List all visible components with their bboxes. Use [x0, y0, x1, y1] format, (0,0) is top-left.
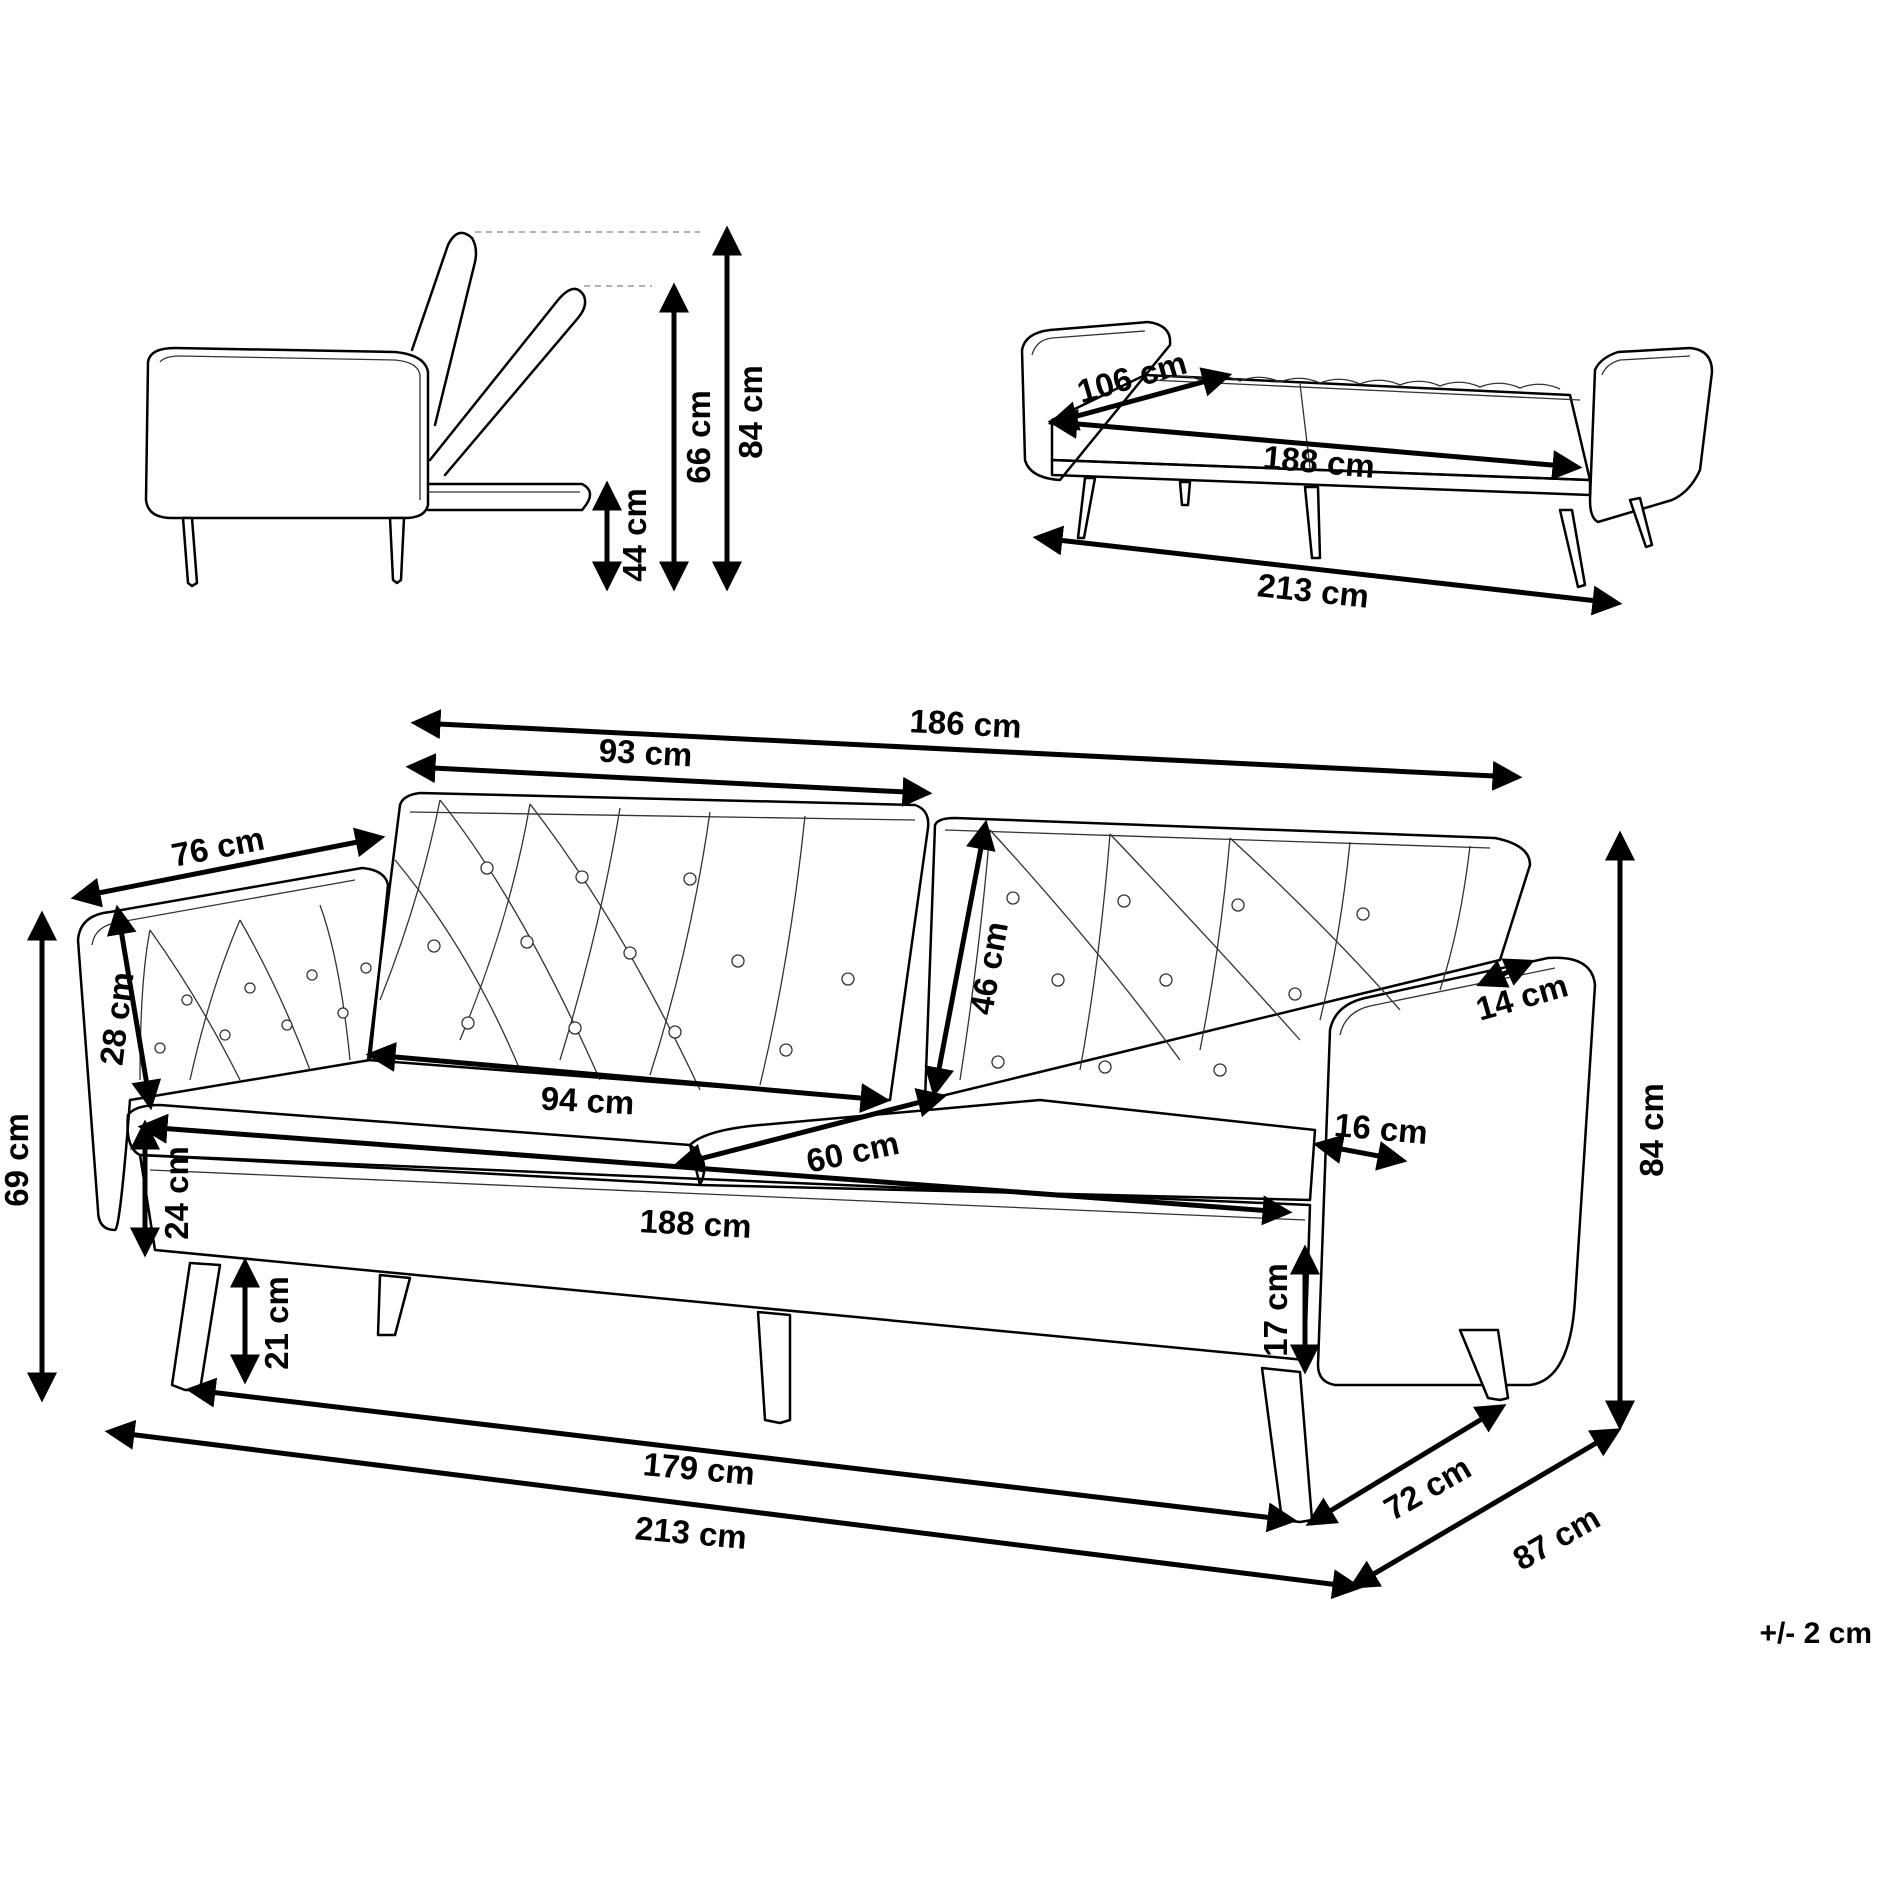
leg-height-label: 21 cm — [258, 1276, 295, 1370]
seat-height-label: 44 cm — [616, 488, 653, 582]
arm-thickness-top-arrow — [1476, 958, 1535, 988]
bed-length-label: 188 cm — [1262, 438, 1377, 485]
back-height-label: 84 cm — [732, 365, 769, 459]
total-depth-arrow — [1348, 1428, 1622, 1589]
seat-width-label: 94 cm — [540, 1080, 635, 1122]
arm-depth-arrow — [70, 827, 386, 908]
total-depth-label: 87 cm — [1506, 1499, 1606, 1578]
cushion-width-arrow — [405, 753, 933, 807]
clearance-label: 17 cm — [1257, 1263, 1294, 1357]
back-height-arrow — [924, 819, 996, 1098]
arm-thickness-label: 16 cm — [1333, 1106, 1429, 1151]
total-width-label: 213 cm — [634, 1509, 749, 1556]
bed-view: 106 cm 188 cm 213 cm — [1020, 320, 1714, 616]
arm-depth-label: 76 cm — [168, 820, 267, 874]
total-width-arrow — [104, 1419, 1363, 1600]
seat-thickness-label: 24 cm — [158, 1146, 195, 1240]
arm-height-arrow — [106, 904, 162, 1111]
left-height-label: 69 cm — [0, 1113, 35, 1207]
right-height-label: 84 cm — [1633, 1083, 1670, 1177]
back-width-arrow — [410, 709, 1523, 791]
recline-height-label: 66 cm — [680, 390, 717, 484]
bed-width-arrow — [1032, 525, 1623, 616]
back-width-label: 186 cm — [909, 702, 1023, 745]
inner-depth-label: 72 cm — [1377, 1449, 1477, 1528]
arm-thickness-arrow — [1312, 1134, 1408, 1171]
bed-length-arrow — [1047, 408, 1583, 481]
front-view: 186 cm 93 cm 76 cm 28 cm 69 cm 24 cm 21 … — [0, 702, 1670, 1600]
seat-length-arrow — [137, 1113, 1293, 1226]
seat-depth-label: 60 cm — [803, 1124, 902, 1180]
cushion-width-label: 93 cm — [598, 732, 693, 774]
side-view: 44 cm 66 cm 84 cm — [144, 225, 769, 592]
arm-height-label: 28 cm — [93, 970, 141, 1067]
tolerance-note: +/- 2 cm — [1759, 1617, 1872, 1650]
side-view-sofa-drawing — [144, 231, 592, 588]
seat-length-label: 188 cm — [639, 1202, 753, 1245]
back-height-label: 46 cm — [962, 919, 1015, 1018]
